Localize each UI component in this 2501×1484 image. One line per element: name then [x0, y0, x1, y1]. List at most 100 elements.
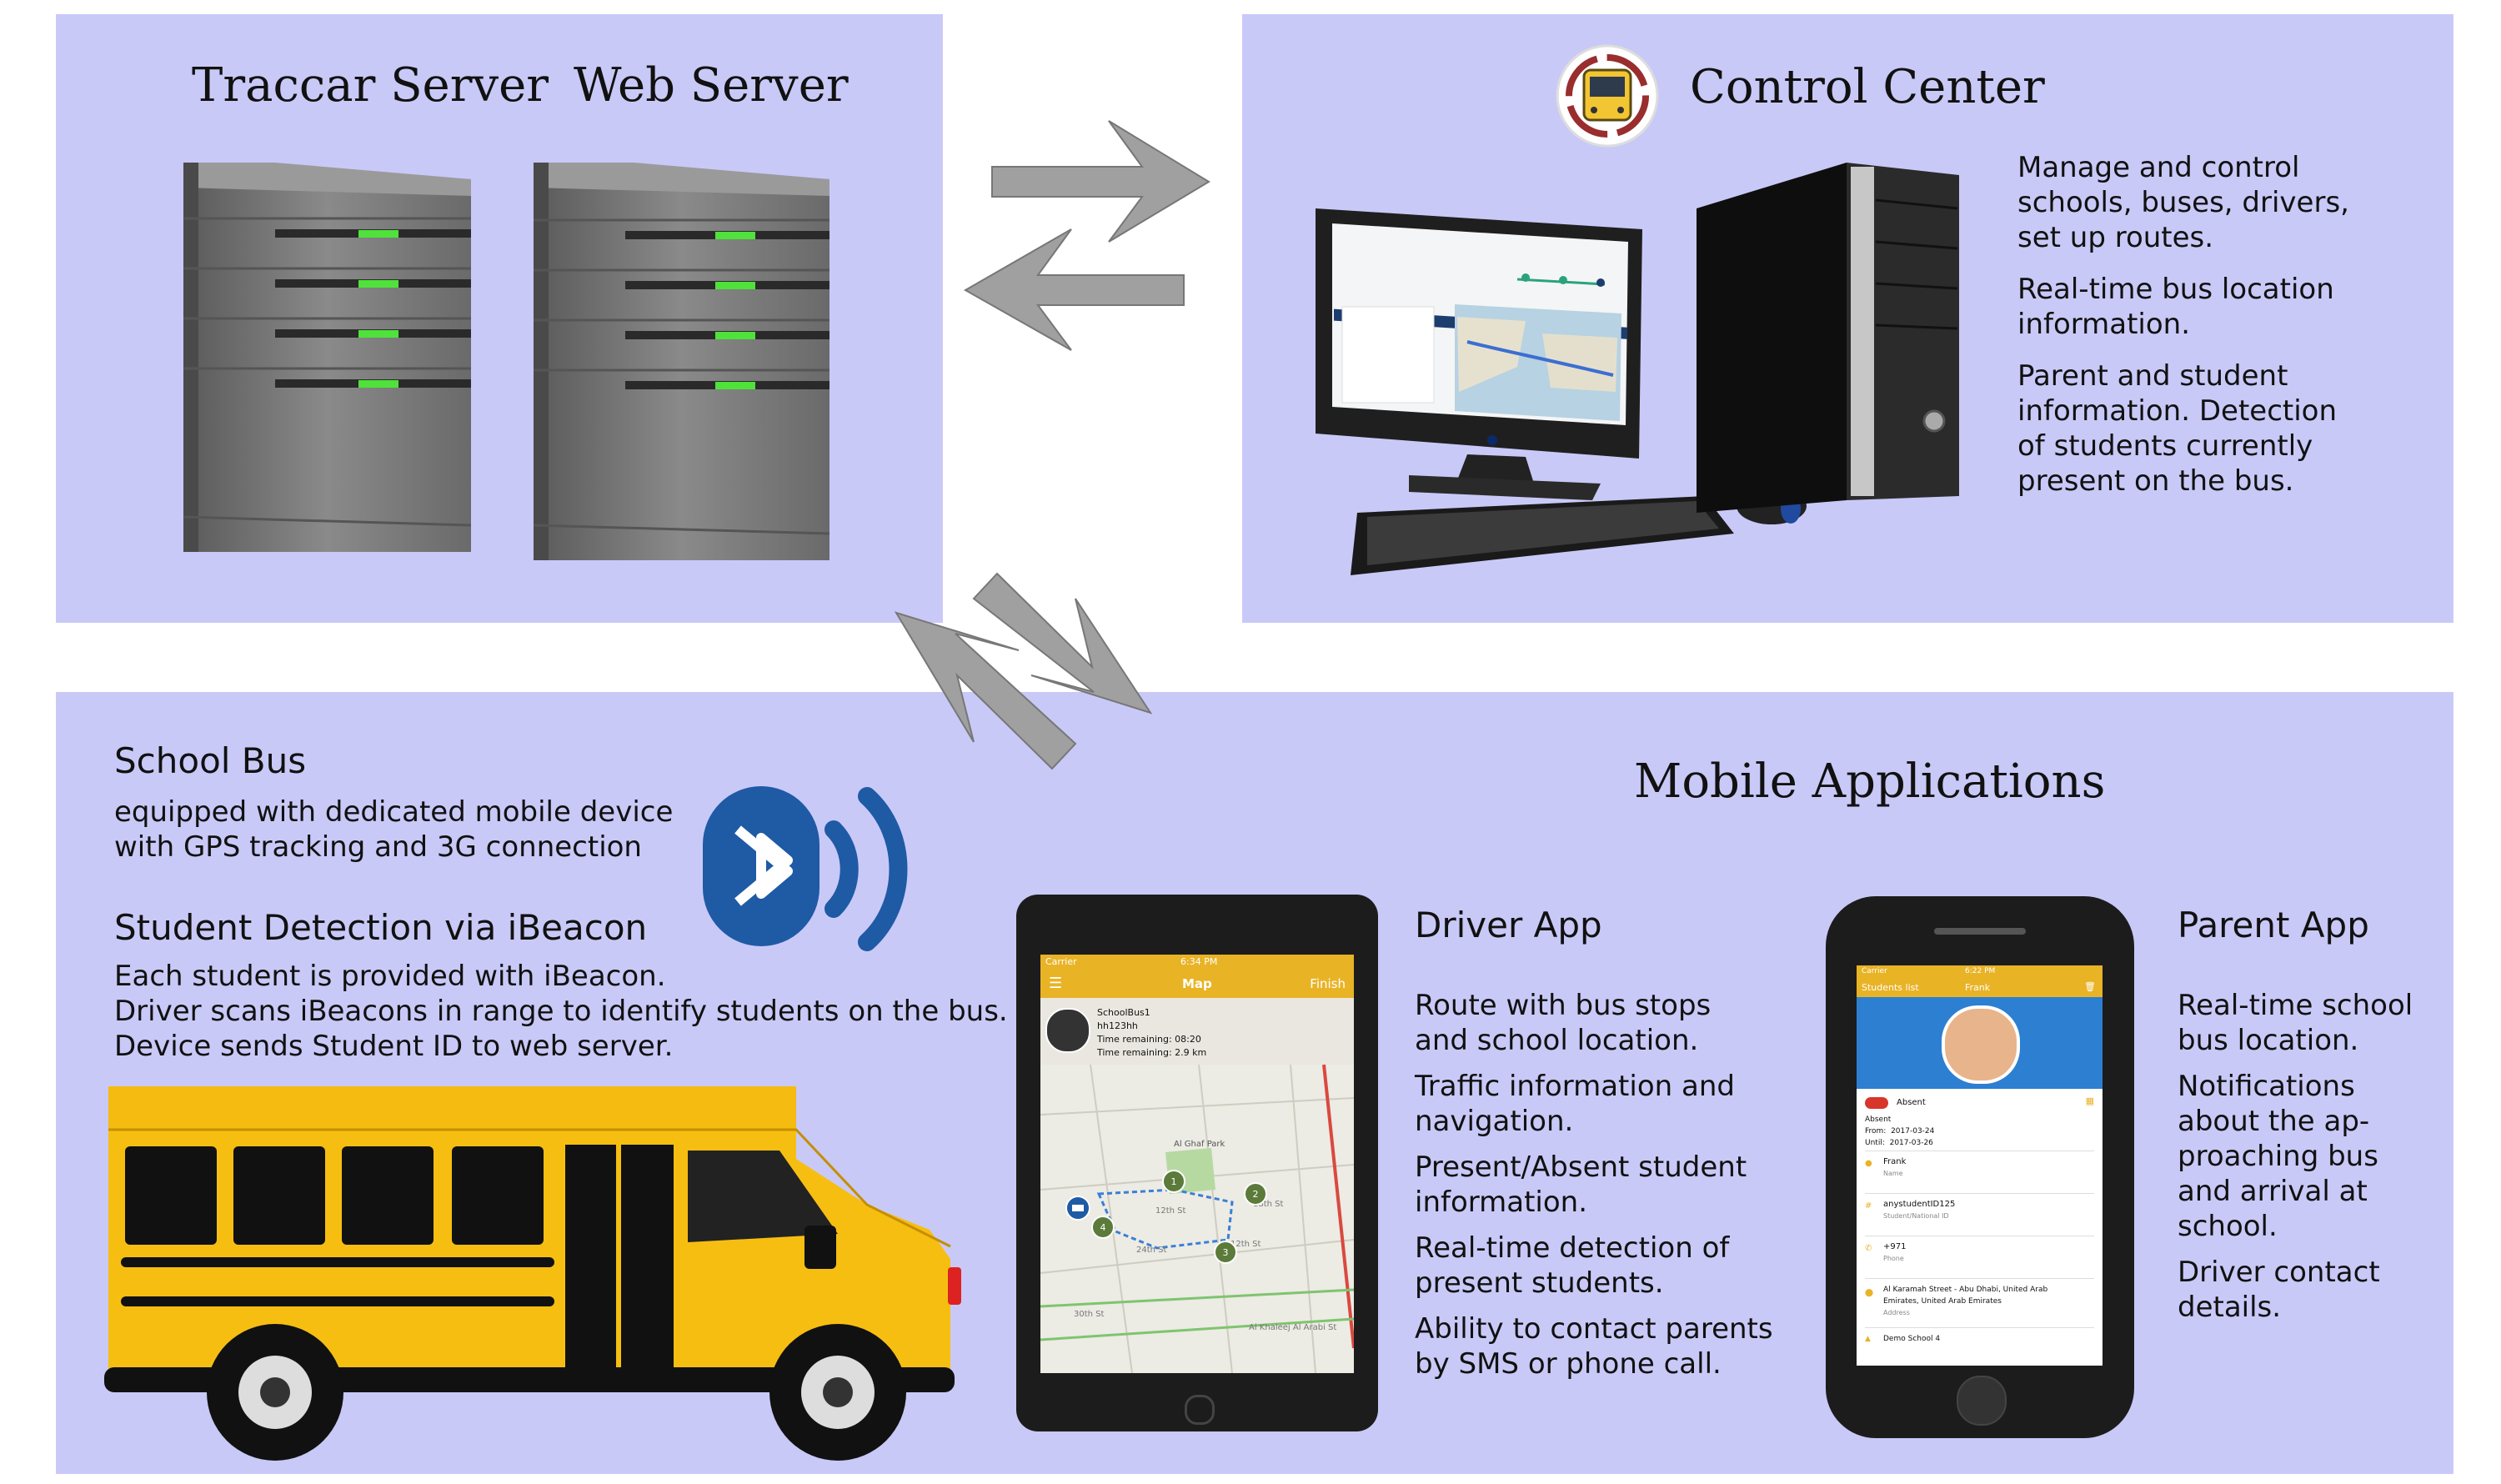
bus-stop-marker: [1091, 1170, 1267, 1264]
school-bus-title: School Bus: [114, 740, 307, 781]
school-bus-icon: [104, 1086, 961, 1461]
time-remaining: Time remaining: 08:20: [1097, 1034, 1201, 1045]
until-date: 2017-03-26: [1889, 1139, 1933, 1147]
absent-toggle[interactable]: [1865, 1097, 1888, 1109]
web-server-title: Web Server: [574, 58, 849, 113]
tablet-home-button[interactable]: [1185, 1395, 1215, 1425]
street-label: 12th St: [1230, 1240, 1261, 1249]
name-label: Name: [1883, 1170, 1903, 1177]
ibeacon-desc-line: Device sends Student ID to web server.: [114, 1030, 674, 1063]
driver-desc-line: Real-time detection of: [1415, 1231, 1730, 1265]
student-name: Frank: [1883, 1157, 1907, 1166]
signal-waves-icon: [824, 787, 908, 951]
absent-label: Absent: [1897, 1098, 1926, 1107]
control-center-title: Control Center: [1690, 60, 2045, 114]
bus-info-card: SchoolBus1 hh123hh Time remaining: 08:20…: [1045, 1003, 1229, 1065]
from-date: 2017-03-24: [1891, 1127, 1935, 1136]
control-desc-block-2: Real-time bus location information.: [2017, 272, 2349, 342]
parent-desc-line: and arrival at: [2178, 1175, 2368, 1208]
bus-id: hh123hh: [1097, 1020, 1138, 1031]
address-label: Address: [1883, 1309, 1910, 1316]
mobile-applications-title: Mobile Applications: [1634, 755, 2106, 809]
parent-desc-line: proaching bus: [2178, 1140, 2378, 1173]
street-label: 18th St: [1253, 1200, 1284, 1209]
control-center-description: Manage and control schools, buses, drive…: [2017, 150, 2349, 515]
driver-desc-line: Ability to contact parents: [1415, 1312, 1773, 1346]
address-line: Emirates, United Arab Emirates: [1883, 1297, 2002, 1306]
driver-app-description: Route with bus stops and school location…: [1415, 988, 1773, 1392]
driver-desc-line: information.: [1415, 1186, 1588, 1219]
street-label: 12th St: [1155, 1206, 1186, 1216]
poi-label: Al Ghaf Park: [1174, 1140, 1225, 1149]
school-bus-graphic: [104, 1086, 961, 1461]
traccar-server-title: Traccar Server: [192, 58, 549, 113]
status-time: 6:34 PM: [1180, 956, 1218, 967]
phone-row[interactable]: ✆ +971 Phone: [1865, 1236, 2094, 1279]
parent-desc-line: school.: [2178, 1210, 2278, 1243]
parent-desc-line: about the ap-: [2178, 1105, 2370, 1138]
nav-title: Map: [1182, 976, 1212, 991]
back-button[interactable]: Students list: [1862, 982, 1919, 993]
student-id: anystudentID125: [1883, 1200, 1956, 1209]
driver-status-bar: Carrier 6:34 PM: [1040, 955, 1354, 970]
control-center-graphics: [1316, 44, 1959, 575]
address-line: Al Karamah Street - Abu Dhabi, United Ar…: [1883, 1286, 2048, 1294]
arrow-left-icon: [963, 228, 1185, 351]
parent-desc-block: Driver contact details.: [2178, 1255, 2413, 1325]
bus-stop-number: 1: [1171, 1176, 1177, 1187]
parent-status-bar: Carrier 6:22 PM: [1857, 965, 2103, 979]
ibeacon-title: Student Detection via iBeacon: [114, 907, 648, 948]
keyboard: [1351, 496, 1734, 575]
person-icon: ●: [1865, 1159, 1872, 1168]
driver-app-title: Driver App: [1415, 905, 1602, 945]
trash-icon[interactable]: 🗑: [2084, 981, 2096, 992]
driver-tablet: Carrier 6:34 PM ☰ Map Finish SchoolBus1 …: [1016, 895, 1378, 1431]
name-row: ● Frank Name: [1865, 1151, 2094, 1194]
control-desc-line: Manage and control: [2017, 151, 2300, 184]
ibeacon-desc-line: Each student is provided with iBeacon.: [114, 960, 666, 993]
driver-desc-line: Traffic information and: [1415, 1070, 1735, 1103]
arrow-down-right-icon: [972, 572, 1153, 714]
school-name: Demo School 4: [1883, 1335, 1941, 1343]
phone-home-button[interactable]: [1957, 1376, 2007, 1426]
school-bus-description: equipped with dedicated mobile device wi…: [114, 795, 673, 865]
control-screen-content: [1334, 273, 1627, 421]
finish-button[interactable]: Finish: [1310, 976, 1346, 991]
driver-map: Al Ghaf Park 18th St 12th St 24th St 12t…: [1040, 1064, 1354, 1373]
bus-name: SchoolBus1: [1097, 1007, 1150, 1018]
phone-number: +971: [1883, 1242, 1907, 1251]
parent-desc-block: Real-time school bus location.: [2178, 988, 2413, 1058]
menu-icon[interactable]: ☰: [1049, 975, 1063, 992]
calendar-icon[interactable]: ▦: [2085, 1095, 2094, 1106]
control-desc-line: of students currently: [2017, 429, 2313, 463]
student-id-label: Student/National ID: [1883, 1212, 1949, 1220]
school-bus-logo-icon: [1556, 44, 1659, 148]
distance-remaining: Time remaining: 2.9 km: [1097, 1047, 1207, 1058]
control-desc-line: Parent and student: [2017, 359, 2288, 393]
parent-desc-line: details.: [2178, 1291, 2282, 1324]
control-desc-block-1: Manage and control schools, buses, drive…: [2017, 150, 2349, 255]
control-desc-line: Real-time bus location: [2017, 273, 2334, 306]
control-desc-line: information.: [2017, 308, 2191, 341]
street-label: 30th St: [1074, 1310, 1105, 1319]
until-label: Until:: [1865, 1139, 1885, 1147]
nav-title: Frank: [1965, 982, 1991, 993]
web-server-icon: [533, 163, 830, 560]
parent-screen: Carrier 6:22 PM Students list Frank 🗑 Ab…: [1857, 965, 2103, 1366]
phone-icon: ✆: [1865, 1244, 1872, 1253]
ibeacon-desc-line: Driver scans iBeacons in range to identi…: [114, 995, 1008, 1028]
absent-row: Absent ▦: [1865, 1095, 2094, 1114]
parent-desc-block: Notifications about the ap- proaching bu…: [2178, 1069, 2413, 1244]
street-label: 24th St: [1136, 1246, 1167, 1255]
parent-phone: Carrier 6:22 PM Students list Frank 🗑 Ab…: [1826, 896, 2134, 1438]
control-desc-line: information. Detection: [2017, 394, 2338, 428]
server-towers: [183, 163, 830, 560]
driver-desc-line: and school location.: [1415, 1024, 1699, 1057]
driver-nav-bar: ☰ Map Finish: [1040, 970, 1354, 998]
parent-app-title: Parent App: [2178, 905, 2369, 945]
driver-desc-line: navigation.: [1415, 1105, 1574, 1138]
bus-stop-number: 3: [1223, 1247, 1229, 1258]
school-bus-desc-line: equipped with dedicated mobile device: [114, 795, 674, 829]
driver-desc-block: Real-time detection of present students.: [1415, 1231, 1773, 1301]
status-time: 6:22 PM: [1965, 967, 1996, 975]
